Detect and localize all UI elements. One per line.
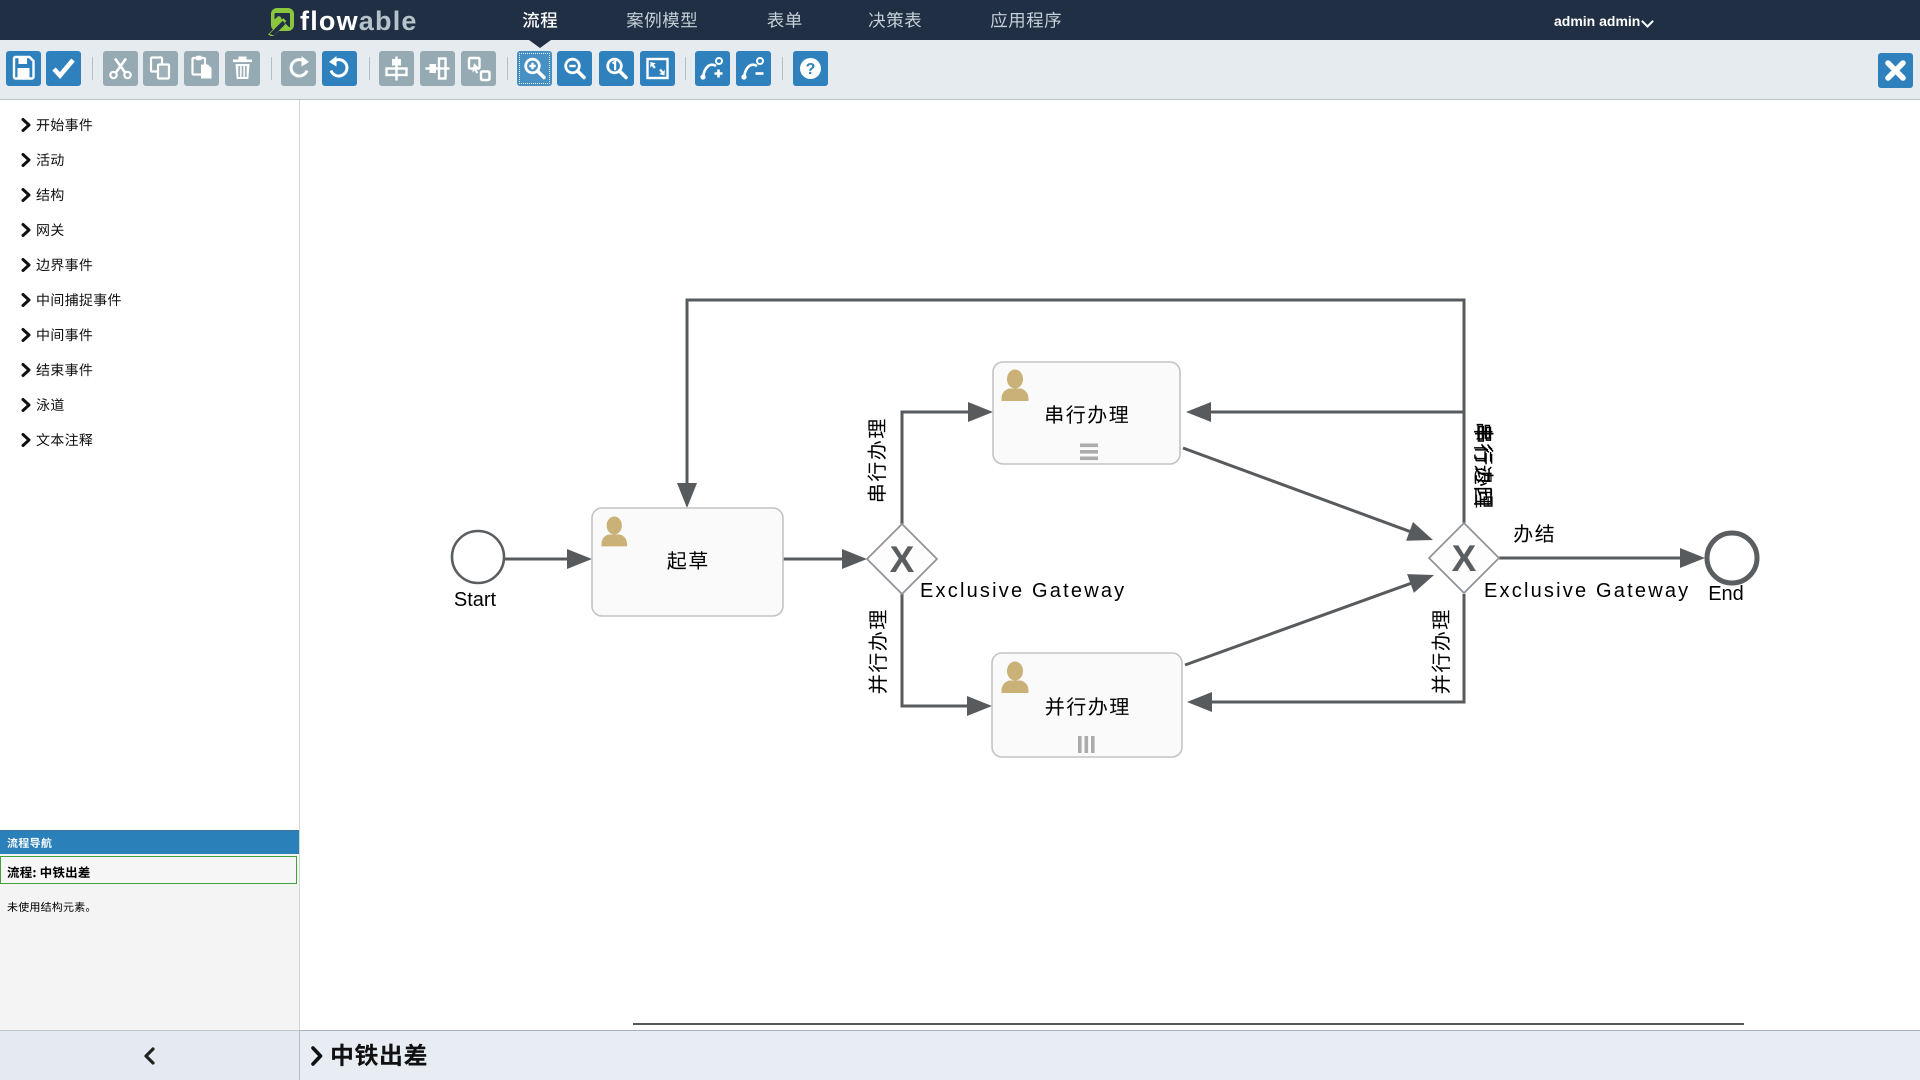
svg-text:Exclusive Gateway: Exclusive Gateway <box>1484 580 1690 602</box>
svg-text:X: X <box>890 539 915 580</box>
svg-text:Start: Start <box>454 589 497 611</box>
svg-text:End: End <box>1708 583 1744 605</box>
svg-text:Exclusive Gateway: Exclusive Gateway <box>920 580 1126 602</box>
svg-text:?: ? <box>805 61 815 78</box>
svg-text:X: X <box>1452 538 1477 579</box>
